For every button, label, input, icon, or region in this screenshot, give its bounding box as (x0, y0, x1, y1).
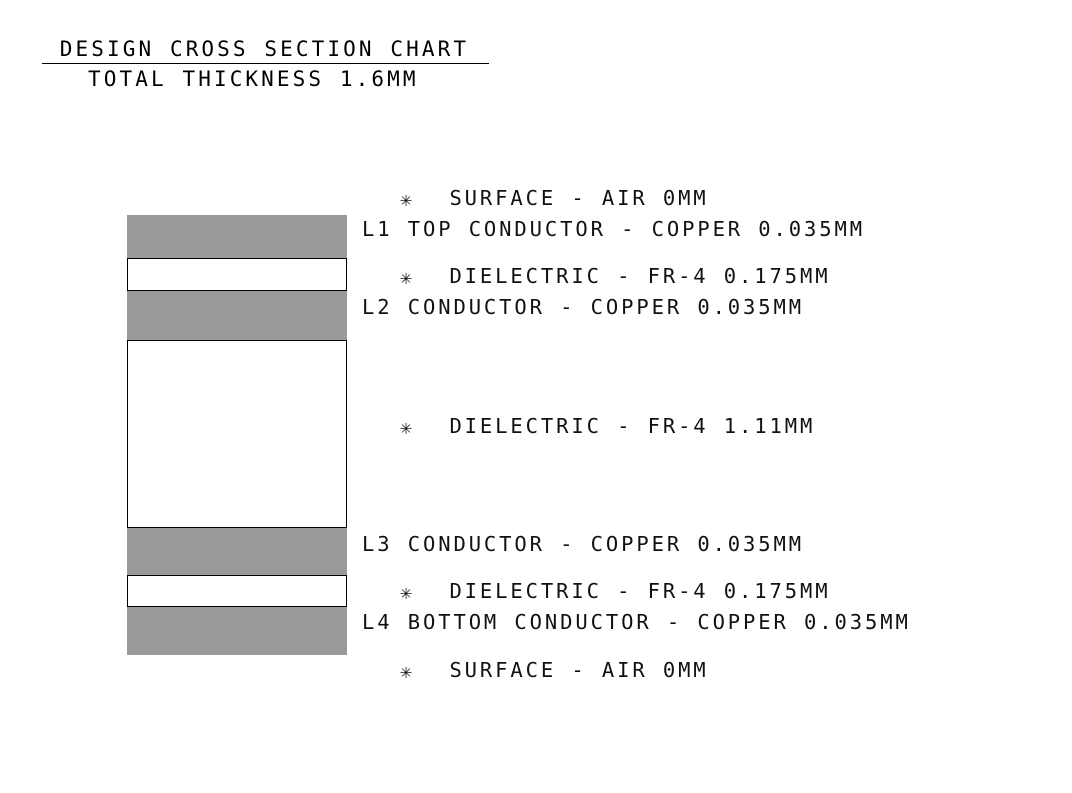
layer-callout-4: ✳ DIELECTRIC - FR-4 1.11MM (400, 414, 816, 439)
layer-callout-1: L1 TOP CONDUCTOR - COPPER 0.035MM (362, 217, 865, 241)
asterisk-marker-icon: ✳ (400, 580, 415, 604)
layer-callout-7: L4 BOTTOM CONDUCTOR - COPPER 0.035MM (362, 610, 911, 634)
layer-callout-3: L2 CONDUCTOR - COPPER 0.035MM (362, 295, 804, 319)
page-title: DESIGN CROSS SECTION CHART (42, 36, 489, 64)
asterisk-marker-icon: ✳ (400, 659, 415, 683)
layer-callout-6: ✳ DIELECTRIC - FR-4 0.175MM (400, 579, 831, 604)
asterisk-marker-icon: ✳ (400, 265, 415, 289)
stackup-layer-l3 (127, 528, 347, 575)
stackup-layer-dielectric-4 (127, 340, 347, 528)
layer-callout-text: DIELECTRIC - FR-4 0.175MM (449, 579, 831, 603)
title-block: DESIGN CROSS SECTION CHART TOTAL THICKNE… (42, 36, 562, 94)
layer-callout-text: L2 CONDUCTOR - COPPER 0.035MM (362, 295, 805, 319)
layer-callout-text: L3 CONDUCTOR - COPPER 0.035MM (362, 532, 805, 556)
layer-callout-text: L4 BOTTOM CONDUCTOR - COPPER 0.035MM (362, 610, 911, 634)
layer-callout-text: DIELECTRIC - FR-4 0.175MM (449, 264, 831, 288)
asterisk-marker-icon: ✳ (400, 415, 415, 439)
stackup-layer-l2 (127, 291, 347, 340)
layer-callout-text: L1 TOP CONDUCTOR - COPPER 0.035MM (362, 217, 865, 241)
total-thickness-subtitle: TOTAL THICKNESS 1.6MM (88, 67, 419, 91)
asterisk-marker-icon: ✳ (400, 187, 415, 211)
layer-callout-8: ✳ SURFACE - AIR 0MM (400, 658, 709, 683)
stackup-layer-l1 (127, 215, 347, 258)
layer-callout-0: ✳ SURFACE - AIR 0MM (400, 186, 709, 211)
cross-section-stackup (127, 215, 347, 655)
layer-callout-text: SURFACE - AIR 0MM (449, 658, 709, 682)
layer-callout-text: SURFACE - AIR 0MM (449, 186, 709, 210)
layer-callout-5: L3 CONDUCTOR - COPPER 0.035MM (362, 532, 804, 556)
stackup-layer-dielectric-6 (127, 575, 347, 607)
stackup-layer-dielectric-2 (127, 258, 347, 291)
layer-callout-2: ✳ DIELECTRIC - FR-4 0.175MM (400, 264, 831, 289)
stackup-layer-l4 (127, 607, 347, 655)
layer-callout-text: DIELECTRIC - FR-4 1.11MM (449, 414, 816, 438)
